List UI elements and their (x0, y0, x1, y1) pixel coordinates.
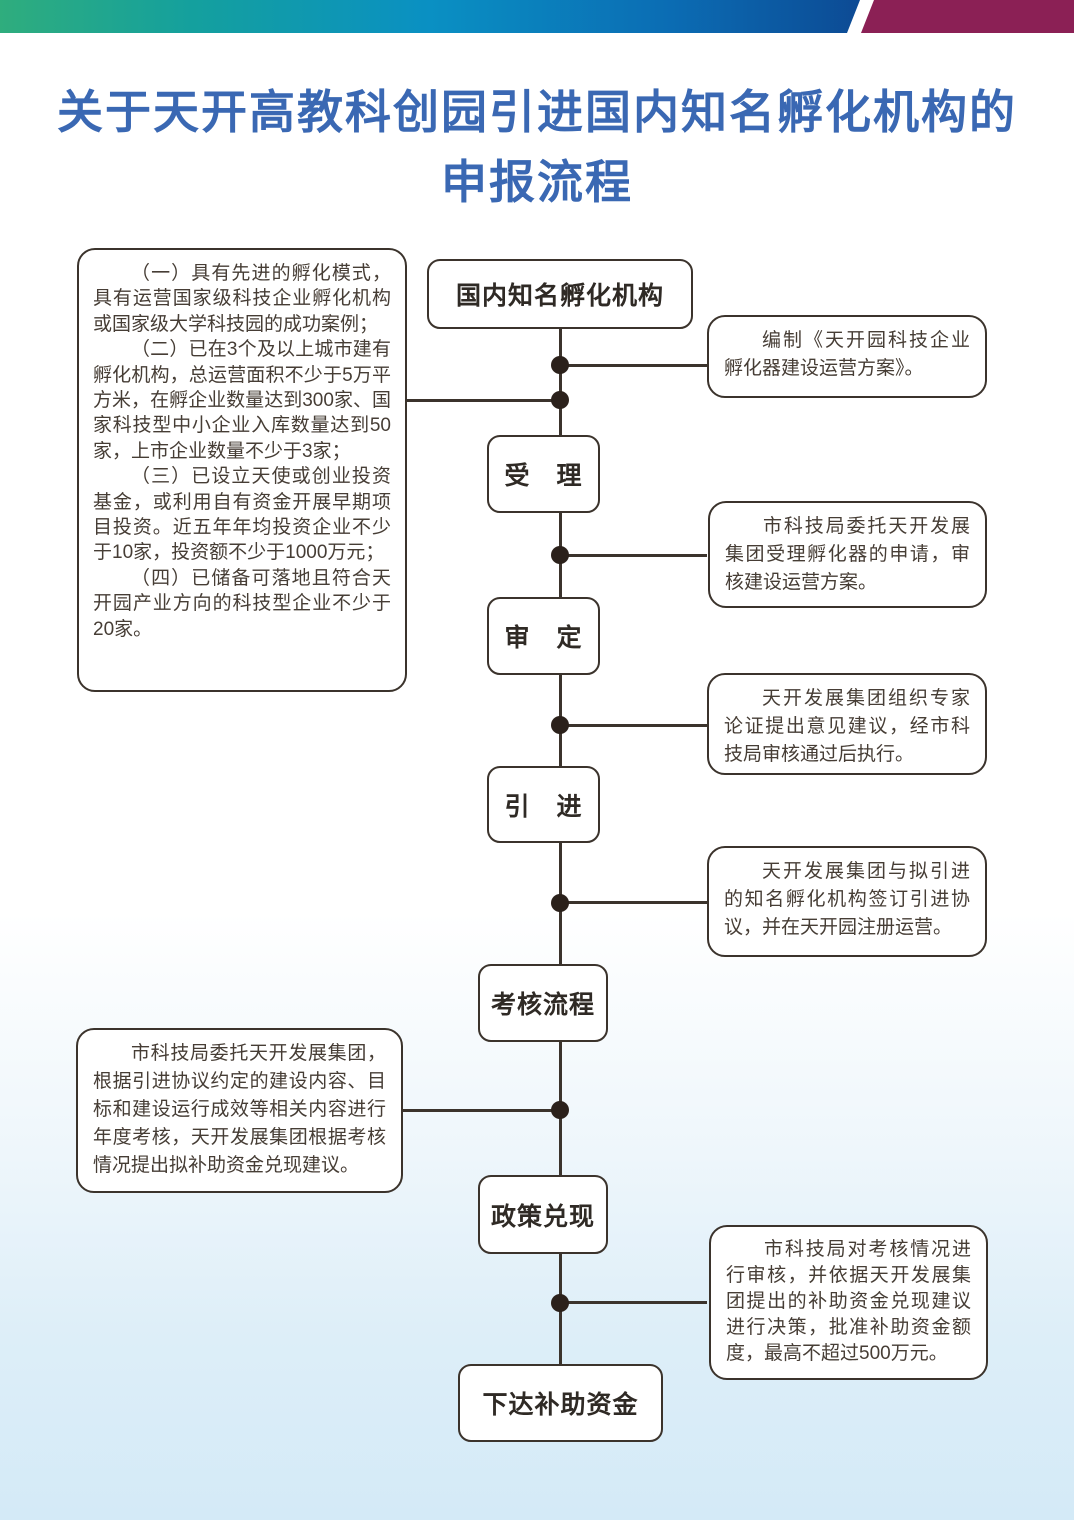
note-plan: 编制《天开园科技企业孵化器建设运营方案》。 (707, 315, 987, 398)
criteria-item-4: （四）已储备可落地且符合天开园产业方向的科技型企业不少于20家。 (93, 567, 391, 640)
connector-acceptance-detail (560, 554, 707, 557)
top-bar-gradient (0, 0, 860, 33)
acceptance-detail-text: 市科技局委托天开发展集团受理孵化器的申请，审核建设运营方案。 (725, 516, 970, 593)
junction-dot (551, 716, 569, 734)
note-criteria: （一）具有先进的孵化模式，具有运营国家级科技企业孵化机构或国家级大学科技园的成功… (77, 248, 407, 692)
note-policy-detail: 市科技局对考核情况进行审核，并依据天开发展集团提出的补助资金兑现建议进行决策，批… (709, 1225, 988, 1380)
node-incubator: 国内知名孵化机构 (427, 259, 693, 329)
note-assessment-detail: 市科技局委托天开发展集团，根据引进协议约定的建设内容、目标和建设运行成效等相关内… (76, 1028, 403, 1193)
note-introduction-detail: 天开发展集团与拟引进的知名孵化机构签订引进协议，并在天开园注册运营。 (707, 846, 987, 957)
node-assessment: 考核流程 (478, 964, 608, 1042)
page-title: 关于天开高教科创园引进国内知名孵化机构的 申报流程 (0, 77, 1074, 217)
top-bar (0, 0, 1074, 33)
review-detail-text: 天开发展集团组织专家论证提出意见建议，经市科技局审核通过后执行。 (724, 688, 970, 765)
assessment-detail-text: 市科技局委托天开发展集团，根据引进协议约定的建设内容、目标和建设运行成效等相关内… (93, 1043, 386, 1176)
top-bar-purple-slash (861, 0, 1074, 33)
connector-introduction-detail (560, 901, 707, 904)
policy-detail-text: 市科技局对考核情况进行审核，并依据天开发展集团提出的补助资金兑现建议进行决策，批… (726, 1239, 971, 1364)
page-title-line-2: 申报流程 (441, 156, 633, 208)
connector-plan (560, 364, 707, 367)
node-funding: 下达补助资金 (458, 1364, 663, 1442)
junction-dot (551, 391, 569, 409)
page-title-line-1: 关于天开高教科创园引进国内知名孵化机构的 (57, 86, 1017, 138)
node-policy: 政策兑现 (478, 1175, 608, 1254)
node-acceptance: 受 理 (487, 435, 600, 513)
introduction-detail-text: 天开发展集团与拟引进的知名孵化机构签订引进协议，并在天开园注册运营。 (724, 861, 970, 938)
connector-assessment-detail (403, 1109, 560, 1112)
spine-line (559, 329, 562, 1364)
junction-dot (551, 546, 569, 564)
junction-dot (551, 894, 569, 912)
note-acceptance-detail: 市科技局委托天开发展集团受理孵化器的申请，审核建设运营方案。 (708, 501, 987, 608)
connector-criteria (407, 399, 560, 402)
junction-dot (551, 1101, 569, 1119)
junction-dot (551, 1294, 569, 1312)
criteria-item-2: （二）已在3个及以上城市建有孵化机构，总运营面积不少于5万平方米，在孵企业数量达… (93, 339, 391, 462)
node-introduction: 引 进 (487, 766, 600, 843)
connector-review-detail (560, 724, 707, 727)
plan-text: 编制《天开园科技企业孵化器建设运营方案》。 (724, 330, 970, 379)
criteria-item-1: （一）具有先进的孵化模式，具有运营国家级科技企业孵化机构或国家级大学科技园的成功… (93, 263, 391, 335)
note-review-detail: 天开发展集团组织专家论证提出意见建议，经市科技局审核通过后执行。 (707, 673, 987, 775)
connector-policy-detail (560, 1301, 707, 1304)
junction-dot (551, 356, 569, 374)
criteria-item-3: （三）已设立天使或创业投资基金，或利用自有资金开展早期项目投资。近五年年均投资企… (93, 466, 391, 564)
node-review: 审 定 (487, 597, 600, 675)
